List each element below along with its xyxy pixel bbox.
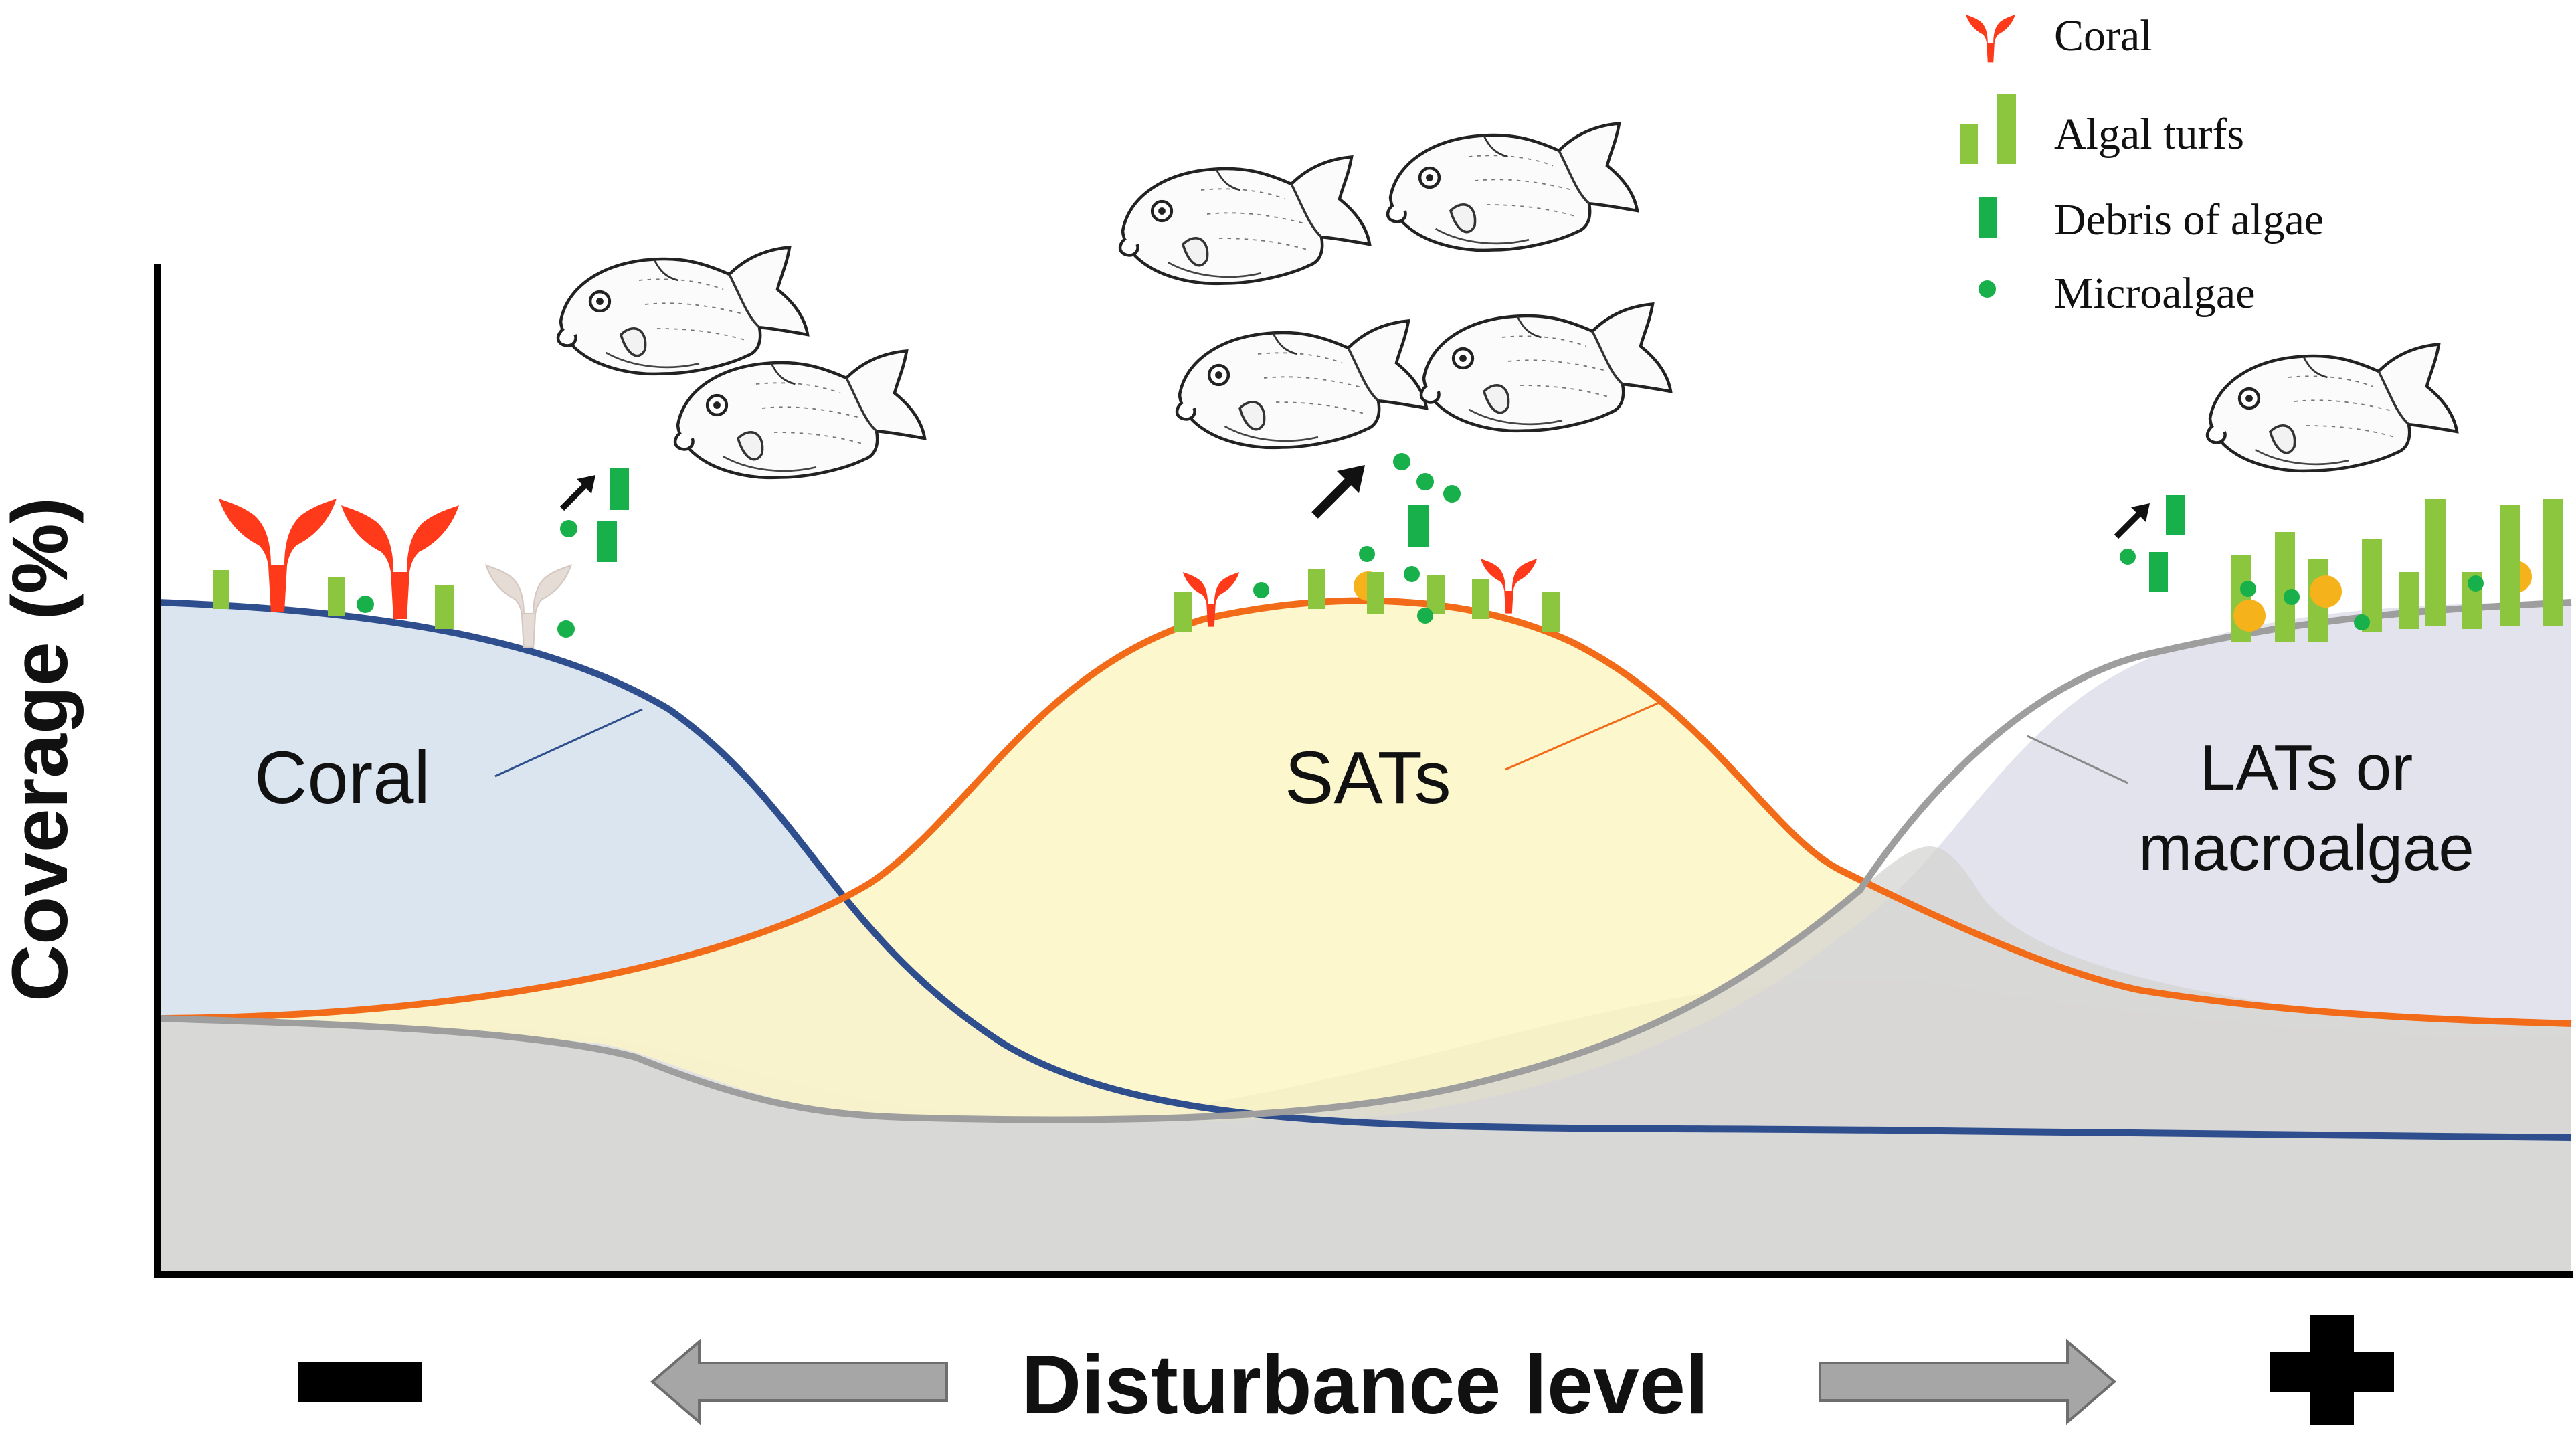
microalgae-icon — [557, 620, 575, 638]
y-axis-label: Coverage (%) — [0, 497, 84, 1002]
algae-debris-icon — [2166, 495, 2185, 535]
legend-label-microalgae: Microalgae — [2054, 269, 2256, 318]
lats-region-label-line1: LATs or — [2200, 732, 2413, 804]
axes — [154, 264, 2573, 1278]
microalgae-icon — [1393, 453, 1410, 470]
sats-region-label: SATs — [1285, 737, 1451, 819]
legend-item-algal-turfs: Algal turfs — [1960, 94, 2244, 164]
coral-icon — [219, 499, 337, 612]
minus-icon — [298, 1362, 422, 1402]
legend: Coral Algal turfs Debris of algae Microa… — [1960, 11, 2324, 318]
lats-curve — [157, 599, 2572, 1123]
microalgae-icon — [1253, 582, 1269, 598]
microalgae-icon — [1417, 608, 1433, 624]
yellow-dot-icon — [2233, 600, 2266, 632]
microalgae-icon — [2354, 614, 2370, 630]
microalgae-icon — [1359, 546, 1375, 562]
algal-turf-icon — [2500, 505, 2520, 626]
coral-pointer-line — [494, 708, 643, 778]
fish-icon — [675, 351, 925, 478]
microalgae-icon — [357, 596, 374, 613]
algae-debris-icon — [2149, 552, 2168, 592]
grazing-arrow-icon — [562, 475, 595, 509]
arrow-right-icon — [1819, 1340, 2116, 1423]
algal-turf-icon — [1427, 575, 1445, 614]
coral-zone-biota — [213, 248, 925, 648]
microalgae-icon — [2284, 589, 2300, 605]
microalgae-icon — [2120, 549, 2136, 565]
algae-debris-icon — [1408, 505, 1429, 547]
fish-icon — [2207, 345, 2457, 471]
fish-icon — [1421, 304, 1671, 431]
fish-icon — [558, 248, 808, 374]
algal-turf-icon — [1367, 572, 1384, 614]
sats-zone-biota — [1120, 124, 1671, 632]
sats-curve — [157, 597, 2572, 1027]
microalgae-icon — [1443, 485, 1461, 503]
microalgae-icon — [560, 520, 577, 537]
grazing-arrow-icon — [1315, 465, 1365, 515]
lats-region-label-line2: macroalgae — [2138, 812, 2474, 884]
legend-item-microalgae: Microalgae — [1979, 269, 2256, 318]
algal-turf-icon — [2399, 572, 2419, 629]
algal-turf-icon — [1472, 579, 1489, 619]
legend-item-debris-of-algae: Debris of algae — [1979, 195, 2324, 244]
microalgae-icon — [2468, 575, 2484, 592]
algal-turfs-icon — [1997, 94, 2016, 164]
grazing-arrow-icon — [2116, 503, 2150, 537]
algal-turf-icon — [1308, 569, 1325, 609]
coral-curve — [157, 599, 2572, 1141]
lats-pointer-line — [2027, 735, 2128, 784]
microalgae-icon — [2240, 581, 2256, 597]
algae-debris-icon — [610, 468, 629, 510]
plus-icon — [2270, 1315, 2394, 1425]
microalgae-icon — [1979, 280, 1996, 298]
microalgae-icon — [1404, 566, 1420, 582]
legend-label-coral: Coral — [2054, 11, 2152, 60]
legend-label-algal-turfs: Algal turfs — [2054, 110, 2244, 159]
algal-turf-icon — [213, 570, 229, 609]
lats-zone-biota — [2116, 345, 2563, 642]
algal-turf-icon — [435, 585, 454, 629]
algal-turf-icon — [2275, 532, 2295, 642]
algal-turf-icon — [2543, 499, 2563, 626]
fish-icon — [1177, 321, 1427, 448]
x-axis-label: Disturbance level — [1022, 1339, 1709, 1431]
yellow-dot-icon — [2310, 575, 2342, 608]
algal-turf-icon — [1174, 592, 1192, 632]
legend-label-debris-of-algae: Debris of algae — [2054, 195, 2324, 244]
algae-debris-icon — [1979, 197, 1997, 238]
algal-turf-icon — [328, 577, 345, 616]
bleached-coral-icon — [484, 564, 573, 648]
disturbance-axis: Disturbance level — [298, 1315, 2394, 1431]
coverage-curves — [157, 597, 2572, 1271]
base-overlay — [157, 846, 2571, 1271]
sats-pointer-line — [1505, 701, 1660, 771]
coral-icon — [1182, 572, 1240, 627]
coral-icon — [1480, 559, 1538, 614]
legend-item-coral: Coral — [1966, 11, 2152, 63]
arrow-left-icon — [651, 1340, 948, 1423]
coral-icon — [1966, 15, 2015, 63]
algal-turf-icon — [1542, 592, 1560, 632]
fish-icon — [1120, 157, 1370, 284]
algae-debris-icon — [597, 521, 617, 562]
fish-icon — [1388, 124, 1637, 250]
algal-turf-icon — [2425, 499, 2446, 626]
microalgae-icon — [1416, 473, 1434, 490]
coral-region-label: Coral — [254, 737, 430, 819]
algal-turfs-icon — [1960, 124, 1978, 164]
